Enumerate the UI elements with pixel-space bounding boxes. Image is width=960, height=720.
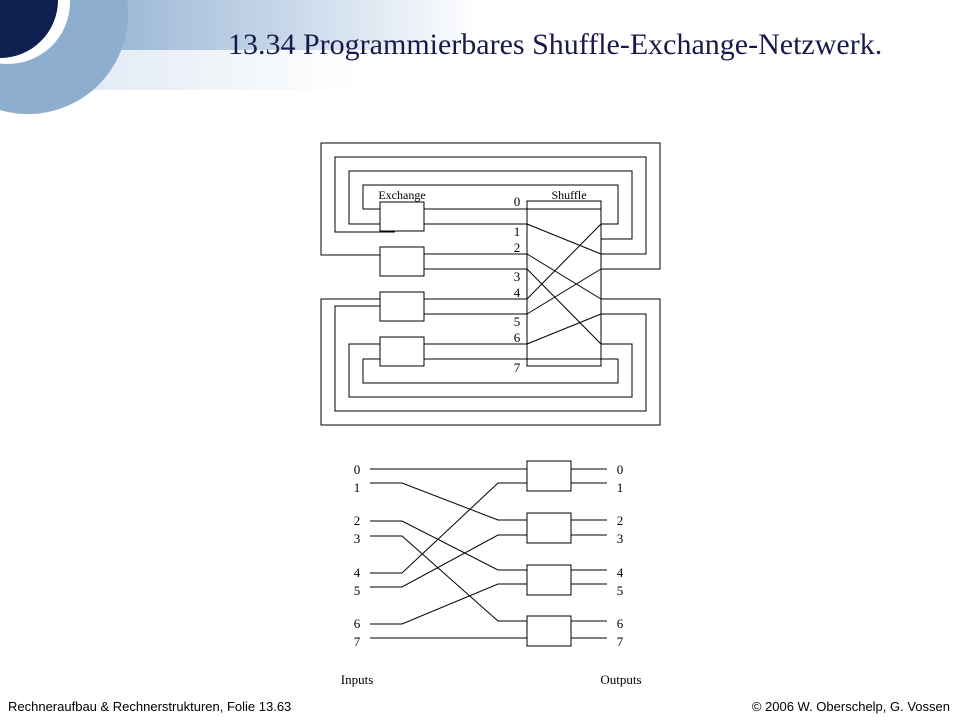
output-label: 6 <box>617 616 624 631</box>
output-label: 7 <box>617 634 624 649</box>
exchange-switch <box>526 512 572 544</box>
outputs-label: Outputs <box>600 672 641 687</box>
slide-title: 13.34 Programmierbares Shuffle-Exchange-… <box>228 28 883 61</box>
output-label: 5 <box>617 583 624 598</box>
output-label: 1 <box>617 480 624 495</box>
input-label: 2 <box>354 513 361 528</box>
line-label: 1 <box>514 224 521 239</box>
exchange-box <box>379 246 425 277</box>
output-label: 4 <box>617 565 624 580</box>
top-network <box>320 142 661 426</box>
slide-corner-decoration <box>0 0 480 114</box>
input-label: 3 <box>354 531 361 546</box>
output-label: 2 <box>617 513 624 528</box>
footer-copyright: © 2006 W. Oberschelp, G. Vossen <box>751 699 950 714</box>
exchange-label: Exchange <box>378 188 425 202</box>
line-label: 0 <box>514 194 521 209</box>
exchange-box <box>379 336 425 367</box>
exchange-box <box>379 201 425 232</box>
line-label: 2 <box>514 240 521 255</box>
input-label: 4 <box>354 565 361 580</box>
inputs-label: Inputs <box>341 672 374 687</box>
output-label: 0 <box>617 462 624 477</box>
output-label: 3 <box>617 531 624 546</box>
line-label: 6 <box>514 330 521 345</box>
input-label: 1 <box>354 480 361 495</box>
exchange-switch <box>526 564 572 596</box>
input-label: 0 <box>354 462 361 477</box>
shuffle-block <box>526 200 602 367</box>
input-label: 6 <box>354 616 361 631</box>
input-label: 7 <box>354 634 361 649</box>
input-label: 5 <box>354 583 361 598</box>
line-label: 3 <box>514 269 521 284</box>
exchange-switch <box>526 460 572 492</box>
line-label: 7 <box>514 360 521 375</box>
line-label: 4 <box>514 285 521 300</box>
shuffle-label: Shuffle <box>551 188 586 202</box>
line-label: 5 <box>514 314 521 329</box>
exchange-switch <box>526 615 572 647</box>
footer-course-info: Rechneraufbau & Rechnerstrukturen, Folie… <box>8 699 292 714</box>
bottom-network <box>370 460 607 647</box>
exchange-box <box>379 291 425 322</box>
